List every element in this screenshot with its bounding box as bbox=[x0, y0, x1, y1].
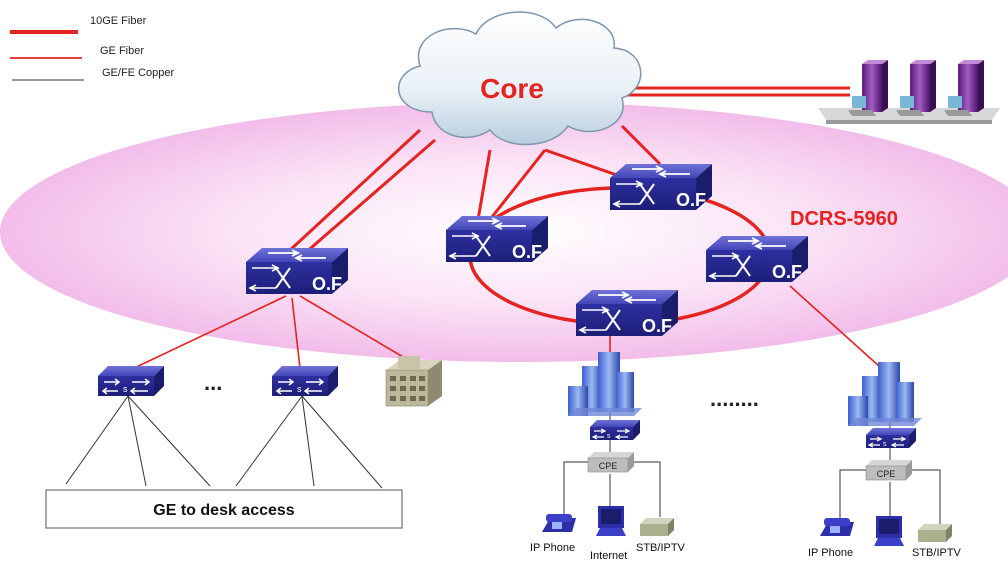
access-ellipsis: ... bbox=[204, 370, 222, 395]
svg-text:s: s bbox=[607, 433, 611, 440]
agg-to-building bbox=[299, 295, 416, 365]
site-b-switch: s bbox=[865, 427, 917, 449]
access-switch-1: s bbox=[97, 365, 165, 397]
cpe-a: CPE bbox=[587, 451, 635, 473]
core-link-left-1 bbox=[286, 128, 422, 254]
svg-text:O.F: O.F bbox=[642, 316, 672, 336]
stb-icon bbox=[918, 524, 952, 542]
ring-to-site-b bbox=[789, 285, 891, 377]
core-link-ring-d bbox=[620, 124, 662, 166]
stb-label: STB/IPTV bbox=[636, 542, 686, 554]
ring-switch-south: O.F bbox=[575, 289, 679, 337]
cpe-b: CPE bbox=[865, 459, 913, 481]
server-icon bbox=[896, 60, 936, 116]
svg-text:CPE: CPE bbox=[877, 469, 896, 479]
svg-text:s: s bbox=[883, 441, 887, 448]
building-cluster-icon bbox=[568, 352, 642, 416]
aggregation-switch-left: O.F bbox=[245, 247, 349, 295]
stb-icon bbox=[640, 518, 674, 536]
internet-label: Internet bbox=[590, 550, 627, 562]
building-cluster-icon bbox=[848, 362, 922, 426]
ip-phone-label: IP Phone bbox=[808, 547, 853, 559]
desk-access-box: GE to desk access bbox=[45, 489, 403, 529]
svg-text:O.F: O.F bbox=[312, 274, 342, 294]
svg-text:CPE: CPE bbox=[599, 461, 618, 471]
core-link-ring-a bbox=[476, 149, 492, 221]
copper-link bbox=[127, 395, 147, 487]
svg-text:O.F: O.F bbox=[676, 190, 706, 210]
pc-icon bbox=[874, 516, 904, 546]
ip-phone-icon bbox=[820, 518, 854, 536]
ring-switch-north: O.F bbox=[609, 163, 713, 211]
core-link-left-2 bbox=[303, 138, 436, 256]
server-icon bbox=[944, 60, 984, 116]
legend-label-10ge: 10GE Fiber bbox=[90, 15, 147, 27]
copper-link bbox=[65, 395, 129, 485]
ring-switch-east: O.F bbox=[705, 235, 809, 283]
copper-link bbox=[127, 395, 211, 487]
svg-text:s: s bbox=[297, 384, 302, 394]
svg-text:O.F: O.F bbox=[512, 242, 542, 262]
legend: 10GE Fiber GE Fiber GE/FE Copper bbox=[10, 15, 174, 81]
stb-label: STB/IPTV bbox=[912, 547, 962, 559]
ip-phone-label: IP Phone bbox=[530, 542, 575, 554]
ring-label: DCRS-5960 bbox=[790, 208, 898, 230]
ip-phone-icon bbox=[542, 514, 576, 532]
office-building-icon bbox=[385, 356, 442, 407]
agg-to-access-1 bbox=[129, 295, 287, 371]
desk-access-label: GE to desk access bbox=[153, 502, 295, 519]
svg-text:O.F: O.F bbox=[772, 262, 802, 282]
agg-to-access-2 bbox=[291, 297, 301, 369]
access-switch-2: s bbox=[271, 365, 339, 397]
core-cloud: Core bbox=[397, 11, 642, 146]
copper-link bbox=[301, 395, 383, 489]
ring-switch-west: O.F bbox=[445, 215, 549, 263]
core-link-ring-b bbox=[486, 149, 547, 223]
legend-label-copper: GE/FE Copper bbox=[102, 67, 174, 79]
site-ellipsis: ........ bbox=[710, 386, 759, 411]
copper-link bbox=[301, 395, 315, 487]
copper-link bbox=[235, 395, 303, 487]
svg-text:s: s bbox=[123, 384, 128, 394]
core-label: Core bbox=[480, 73, 544, 104]
pc-icon bbox=[596, 506, 626, 536]
server-icon bbox=[848, 60, 888, 116]
site-a-switch: s bbox=[589, 419, 641, 441]
legend-label-ge-fiber: GE Fiber bbox=[100, 45, 144, 57]
